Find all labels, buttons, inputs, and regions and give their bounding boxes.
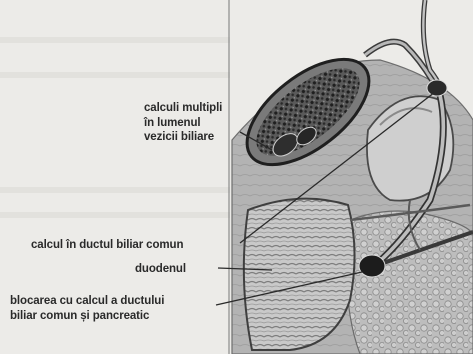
ampulla-stone [359,255,385,277]
cbd-stone [427,80,447,96]
